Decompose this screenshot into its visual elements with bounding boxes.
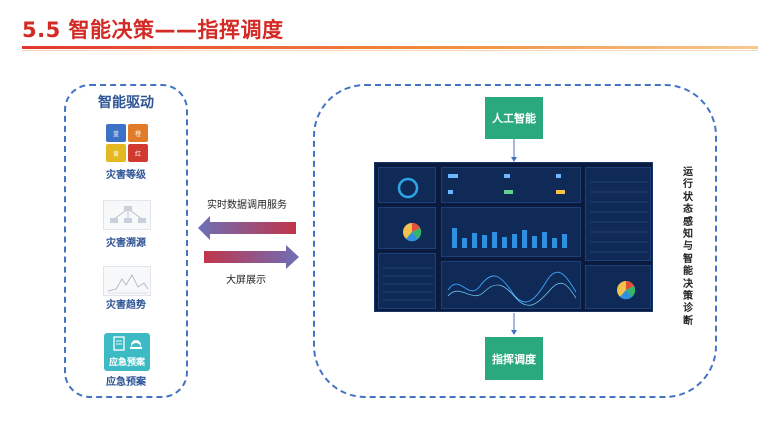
disaster-trend-thumbnail (103, 266, 151, 296)
disaster-level-label: 灾害等级 (106, 170, 146, 181)
dash-table-panel-left (378, 253, 436, 309)
dash-summary-panel (378, 167, 436, 203)
big-screen-label: 大屏展示 (226, 275, 266, 286)
level-cell-yellow: 黄 (106, 144, 126, 162)
intelligent-drive-heading: 智能驱动 (98, 95, 154, 111)
emergency-plan-icon: 应急预案 (104, 333, 150, 371)
emergency-plan-icon-text: 应急预案 (108, 358, 145, 368)
dash-pie-panel-right (585, 265, 651, 309)
level-cell-red: 红 (128, 144, 148, 162)
dash-pie-panel (378, 207, 436, 249)
status-diagnosis-text: 运行状态感知与智能决策诊断 (683, 167, 693, 327)
intelligent-drive-panel (64, 84, 188, 398)
emergency-plan-label: 应急预案 (106, 377, 146, 388)
dash-line-panel (441, 261, 581, 309)
title-divider (22, 46, 758, 49)
arrow-to-left (198, 216, 296, 240)
dash-table-panel-right (585, 167, 651, 261)
disaster-level-icon: 蓝 橙 黄 红 (106, 124, 148, 162)
realtime-service-label: 实时数据调用服务 (207, 200, 287, 211)
decision-panel (313, 84, 717, 398)
dash-bar-panel (441, 207, 581, 257)
dashboard-screenshot (374, 162, 653, 312)
level-cell-blue: 蓝 (106, 124, 126, 142)
command-dispatch-box: 指挥调度 (485, 337, 543, 380)
ai-box: 人工智能 (485, 97, 543, 139)
connector-bottom-arrowhead (511, 330, 517, 335)
page-title: 5.5 智能决策——指挥调度 (22, 18, 284, 42)
title-divider-shadow (22, 50, 758, 51)
disaster-trend-label: 灾害趋势 (106, 300, 146, 311)
dash-stats-panel (441, 167, 581, 203)
disaster-tracing-label: 灾害溯源 (106, 238, 146, 249)
disaster-tracing-thumbnail (103, 200, 151, 230)
connector-top-arrowhead (511, 157, 517, 162)
arrow-to-right (204, 245, 299, 269)
level-cell-orange: 橙 (128, 124, 148, 142)
